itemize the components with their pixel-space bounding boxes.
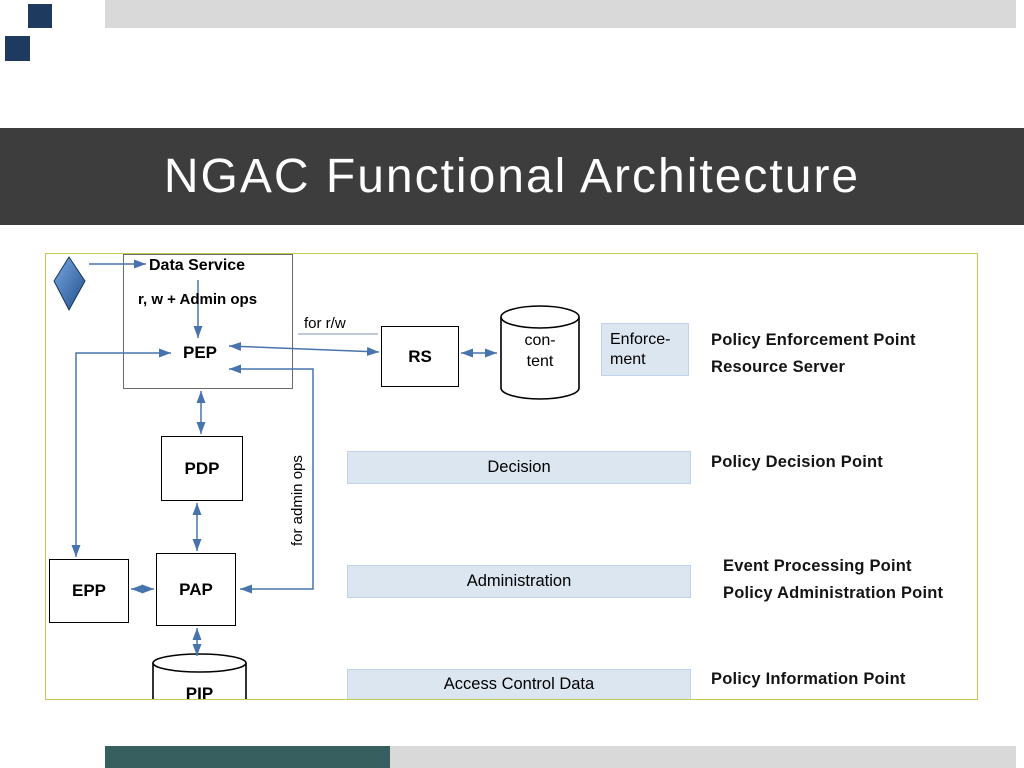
administration-band-label: Administration <box>466 572 572 590</box>
diagram-canvas: Data Service r, w + Admin ops PEP RS PDP… <box>45 253 978 700</box>
pap-node-label: PAP <box>179 579 213 599</box>
decor-square-top <box>28 4 52 28</box>
legend-policy-administration-point: Policy Administration Point <box>723 584 944 602</box>
access-control-data-band: Access Control Data <box>347 669 691 699</box>
top-decor-bar <box>105 0 1016 28</box>
access-control-data-label: Access Control Data <box>443 675 595 693</box>
decision-band-label: Decision <box>487 458 551 476</box>
legend-resource-server: Resource Server <box>711 358 846 376</box>
decision-layer-band: Decision <box>347 451 691 484</box>
pep-label: PEP <box>183 343 218 362</box>
legend-policy-enforcement-point: Policy Enforcement Point <box>711 331 916 349</box>
slide-title: NGAC Functional Architecture <box>163 150 861 203</box>
data-service-title: Data Service <box>149 257 246 274</box>
user-diamond-icon <box>53 256 86 312</box>
title-band: NGAC Functional Architecture <box>0 128 1024 225</box>
decor-square-left <box>5 36 30 61</box>
content-store-line2: tent <box>526 353 554 370</box>
pdp-node-label: PDP <box>184 458 220 478</box>
epp-node-label: EPP <box>71 581 107 600</box>
data-service-ops-label: r, w + Admin ops <box>138 291 258 308</box>
content-store-label: con- tent <box>501 330 579 372</box>
enforcement-layer-band: Enforce- ment <box>601 323 689 376</box>
for-admin-ops-edge-label: for admin ops <box>289 455 306 546</box>
data-service-box <box>123 254 293 389</box>
legend-policy-information-point: Policy Information Point <box>711 670 906 688</box>
enforcement-band-line1: Enforce- <box>610 330 671 348</box>
pap-node: PAP <box>156 553 236 626</box>
rs-node: RS <box>381 326 459 387</box>
epp-node: EPP <box>49 559 129 623</box>
legend-policy-decision-point: Policy Decision Point <box>711 453 883 471</box>
pip-store-label: PIP <box>185 684 214 700</box>
enforcement-band-line2: ment <box>610 350 646 368</box>
content-store-line1: con- <box>524 332 556 349</box>
administration-layer-band: Administration <box>347 565 691 598</box>
for-rw-edge-label: for r/w <box>304 315 346 332</box>
legend-event-processing-point: Event Processing Point <box>723 557 912 575</box>
rs-node-label: RS <box>408 346 432 366</box>
footer-accent-bar <box>105 746 390 768</box>
pdp-node: PDP <box>161 436 243 501</box>
